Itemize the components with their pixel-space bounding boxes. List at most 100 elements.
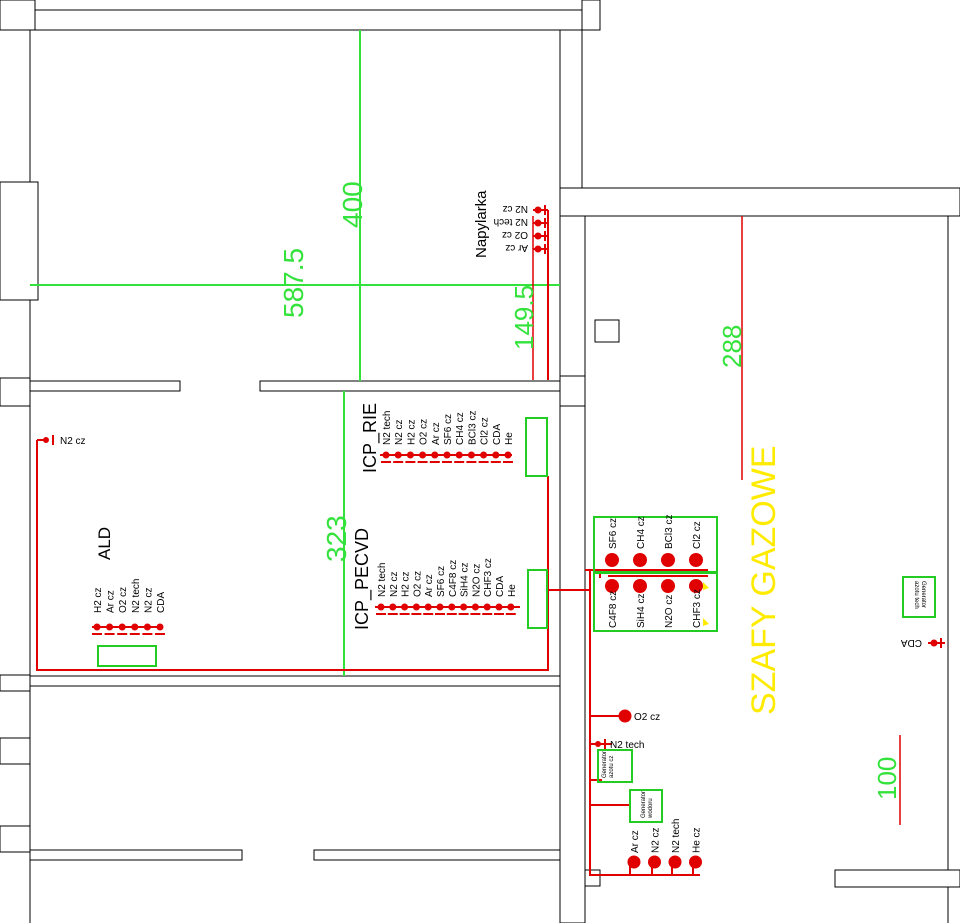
generator-air-line2: azotu tech bbox=[913, 581, 919, 609]
napylarka-gas-label: N2 cz bbox=[502, 203, 528, 214]
cda-label: CDA bbox=[901, 637, 922, 648]
bottom-row-label: N2 cz bbox=[651, 827, 662, 853]
wall-gas-room-top bbox=[559, 187, 960, 217]
icp-pecvd-valve bbox=[387, 603, 398, 615]
generator-air bbox=[902, 576, 936, 618]
icp-rie-valve bbox=[393, 451, 404, 463]
icp-pecvd-valve bbox=[505, 603, 516, 615]
equipment-boxes bbox=[97, 417, 936, 823]
icp-pecvd-valve bbox=[376, 603, 386, 615]
icp-rie-gas-label: BCl3 cz bbox=[467, 411, 478, 445]
icp-rie-gas-label: N2 tech bbox=[382, 411, 393, 445]
icp-rie-gas-label: He bbox=[504, 432, 515, 445]
wall-vertical-main bbox=[559, 187, 586, 923]
napylarka-valve bbox=[534, 218, 546, 228]
icp-pecvd-gas-label: SiH4 cz bbox=[460, 563, 471, 597]
icp-pecvd-valve bbox=[399, 603, 410, 615]
bottom-row-cylinder bbox=[627, 855, 641, 869]
gas-piping bbox=[36, 209, 945, 876]
wall-interior-left bbox=[29, 380, 181, 392]
icp-rie-valve bbox=[478, 451, 489, 463]
icp-rie-gas-label: Ar cz bbox=[431, 422, 442, 445]
icp-rie-valve bbox=[442, 451, 452, 463]
room-label-icp-pecvd: ICP_PECVD bbox=[352, 528, 373, 630]
wall-gas-room-bottom-left bbox=[584, 869, 601, 887]
room-label-gas-cabinets: SZAFY GAZOWE bbox=[745, 445, 783, 715]
icp-pecvd-gas-label: He bbox=[507, 584, 518, 597]
bottom-row-cylinder bbox=[689, 855, 702, 869]
icp-rie-valve bbox=[490, 451, 501, 463]
icp-rie-valve bbox=[417, 451, 428, 463]
cabinet-top-label: BCl3 cz bbox=[664, 515, 675, 549]
ald-valve bbox=[117, 623, 128, 635]
cabinet-bottom-cylinder bbox=[605, 579, 619, 593]
ald-valve bbox=[155, 623, 165, 635]
dim-149: 149.5 bbox=[509, 285, 539, 350]
dim-323: 323 bbox=[321, 515, 352, 562]
napylarka-gas-label: Ar cz bbox=[505, 242, 528, 253]
cabinet-top-cylinder bbox=[661, 553, 675, 567]
wall-gas-room-bottom bbox=[834, 869, 960, 888]
icp-rie-gas-label: N2 cz bbox=[394, 419, 405, 445]
icp-rie-valve bbox=[381, 451, 391, 463]
icp-rie-gas-label: Cl2 cz bbox=[480, 417, 491, 445]
n2-tech-label: N2 tech bbox=[610, 740, 644, 751]
cabinet-top-label: CH4 cz bbox=[636, 516, 647, 549]
square-column bbox=[594, 319, 620, 343]
wall-lower-corridor bbox=[29, 675, 561, 687]
icp-pecvd-gas-label: O2 cz bbox=[412, 571, 423, 597]
icp-rie-gas-label: CDA bbox=[492, 424, 503, 445]
icp-rie-valve bbox=[503, 451, 513, 463]
icp-rie-machine bbox=[525, 417, 548, 477]
room-label-icp-rie: ICP_RIE bbox=[360, 403, 381, 473]
dim-288: 288 bbox=[717, 325, 747, 368]
icp-pecvd-valve bbox=[470, 603, 481, 615]
icp-pecvd-gas-label: N2 tech bbox=[377, 563, 388, 597]
ald-valve bbox=[142, 623, 153, 635]
icp-pecvd-valve bbox=[494, 603, 504, 615]
ald-valve bbox=[92, 623, 102, 635]
gas-cabinet-bottom bbox=[593, 572, 718, 632]
napylarka-valve bbox=[534, 205, 546, 215]
bottom-row-cylinder bbox=[648, 855, 661, 869]
napylarka-valve bbox=[534, 231, 546, 241]
generator-hydrogen bbox=[629, 789, 663, 823]
cabinet-bottom-label: CHF3 cz bbox=[692, 589, 703, 628]
icp-pecvd-gas-label: CHF3 cz bbox=[483, 558, 494, 597]
dim-400: 400 bbox=[337, 181, 368, 228]
bottom-row-cylinder bbox=[668, 855, 682, 869]
generator-hydrogen-line1: Generator bbox=[641, 791, 647, 818]
cabinet-bottom-label: SiH4 cz bbox=[636, 594, 647, 628]
left-n2-valve bbox=[43, 435, 54, 445]
icp-pecvd-gas-label: H2 cz bbox=[401, 571, 412, 597]
ald-gas-label: N2 tech bbox=[131, 579, 142, 613]
icp-rie-gas-label: SF6 cz bbox=[443, 414, 454, 445]
wall-vertical-upper bbox=[559, 29, 583, 196]
bottom-row-label: Ar cz bbox=[630, 830, 641, 853]
n2-tech-valve bbox=[595, 739, 606, 749]
generator-labels: Generator azotu cz Generator wodoru Gene… bbox=[602, 581, 926, 819]
wall-inner-lines bbox=[29, 30, 586, 923]
generator-hydrogen-line2: wodoru bbox=[648, 798, 654, 819]
icp-rie-valve bbox=[466, 451, 477, 463]
icp-pecvd-gas-label: C4F8 cz bbox=[448, 560, 459, 597]
icp-rie-gas-label: CH4 cz bbox=[455, 412, 466, 445]
left-n2-label: N2 cz bbox=[60, 436, 86, 447]
dimension-lines bbox=[30, 30, 901, 825]
napylarka-gas-label: O2 cz bbox=[502, 229, 528, 240]
cabinet-bottom-cylinder bbox=[661, 579, 675, 593]
napylarka-valve bbox=[534, 244, 546, 254]
icp-pecvd-valve bbox=[423, 603, 434, 615]
ald-machine bbox=[97, 645, 157, 667]
cabinet-bottom-label: C4F8 cz bbox=[608, 591, 619, 628]
cabinet-marker bbox=[703, 618, 709, 626]
o2-label: O2 cz bbox=[634, 712, 660, 723]
ald-valve bbox=[104, 623, 115, 635]
icp-rie-valve bbox=[454, 451, 465, 463]
cabinet-top-cylinder bbox=[633, 553, 647, 567]
ald-valve bbox=[129, 623, 140, 635]
cabinet-top-label: Cl2 cz bbox=[692, 521, 703, 549]
wall-left-upper bbox=[0, 181, 39, 301]
wall-left-window4 bbox=[0, 825, 31, 853]
